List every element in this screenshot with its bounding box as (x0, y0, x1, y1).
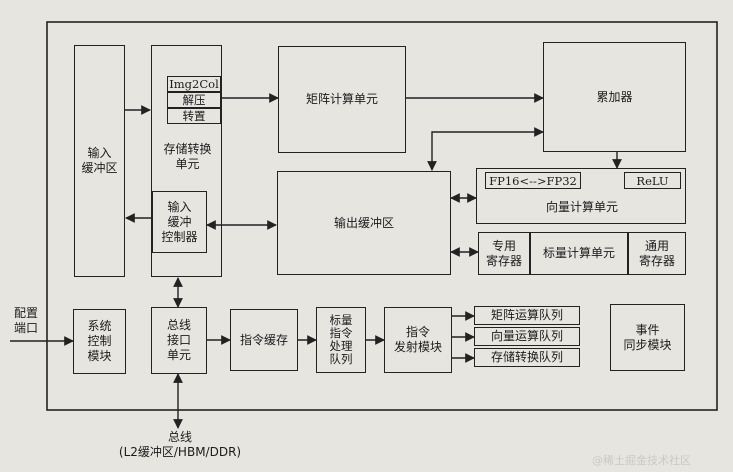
accumulator-label: 累加器 (596, 89, 633, 104)
special-register-block: 专用 寄存器 (478, 232, 530, 275)
instruction-cache-block: 指令缓存 (230, 309, 298, 371)
system-control-label: 系统 控制 模块 (87, 319, 112, 363)
matrix-queue-block: 矩阵运算队列 (474, 306, 580, 325)
scalar-compute-block: 标量计算单元 (530, 232, 628, 275)
core-frame (46, 21, 718, 411)
vector-compute-block: 向量计算单元 (476, 168, 686, 224)
matrix-queue-label: 矩阵运算队列 (490, 308, 563, 322)
accumulator-block: 累加器 (543, 42, 686, 152)
output-buffer-label: 输出缓冲区 (333, 215, 394, 230)
system-control-block: 系统 控制 模块 (73, 309, 126, 374)
bus-interface-block: 总线 接口 单元 (151, 307, 207, 374)
scalar-instruction-queue-block: 标量 指令 处理 队列 (316, 307, 366, 373)
fp16-fp32-tag: FP16<-->FP32 (485, 172, 581, 189)
general-register-label: 通用 寄存器 (638, 238, 675, 268)
general-register-block: 通用 寄存器 (628, 232, 686, 275)
event-sync-block: 事件 同步模块 (610, 304, 685, 371)
input-buffer-controller-label: 输入 缓冲 控制器 (161, 199, 198, 244)
matrix-compute-block: 矩阵计算单元 (278, 46, 406, 153)
instruction-cache-label: 指令缓存 (239, 332, 288, 347)
watermark-text: @稀土掘金技术社区 (592, 454, 691, 467)
vector-queue-label: 向量运算队列 (490, 329, 563, 343)
instruction-issue-label: 指令 发射模块 (393, 325, 442, 354)
relu-tag: ReLU (624, 172, 681, 189)
input-buffer-label: 输入 缓冲区 (81, 146, 118, 175)
img2col-tag: Img2Col (167, 76, 221, 92)
storage-queue-block: 存储转换队列 (474, 348, 580, 367)
decompress-tag: 解压 (167, 92, 221, 108)
storage-conversion-label: 存储转换 单元 (163, 142, 212, 171)
bus-label: 总线 (L2缓冲区/HBM/DDR) (118, 430, 242, 459)
storage-queue-label: 存储转换队列 (490, 350, 563, 364)
matrix-compute-label: 矩阵计算单元 (305, 92, 378, 106)
storage-conversion-block: 存储转换 单元 (151, 45, 222, 277)
vector-queue-block: 向量运算队列 (474, 327, 580, 346)
event-sync-label: 事件 同步模块 (623, 322, 672, 352)
config-port-label: 配置 端口 (13, 306, 38, 335)
vector-compute-label: 向量计算单元 (545, 200, 618, 214)
transpose-tag: 转置 (167, 108, 221, 124)
input-buffer-block: 输入 缓冲区 (74, 45, 125, 277)
arrow-acc-output (427, 127, 544, 171)
instruction-issue-block: 指令 发射模块 (384, 307, 452, 373)
special-register-label: 专用 寄存器 (485, 238, 522, 268)
scalar-instruction-queue-label: 标量 指令 处理 队列 (329, 312, 353, 367)
output-buffer-block: 输出缓冲区 (277, 171, 451, 275)
scalar-compute-label: 标量计算单元 (542, 246, 615, 260)
bus-interface-label: 总线 接口 单元 (166, 318, 191, 362)
input-buffer-controller-block: 输入 缓冲 控制器 (152, 191, 207, 253)
